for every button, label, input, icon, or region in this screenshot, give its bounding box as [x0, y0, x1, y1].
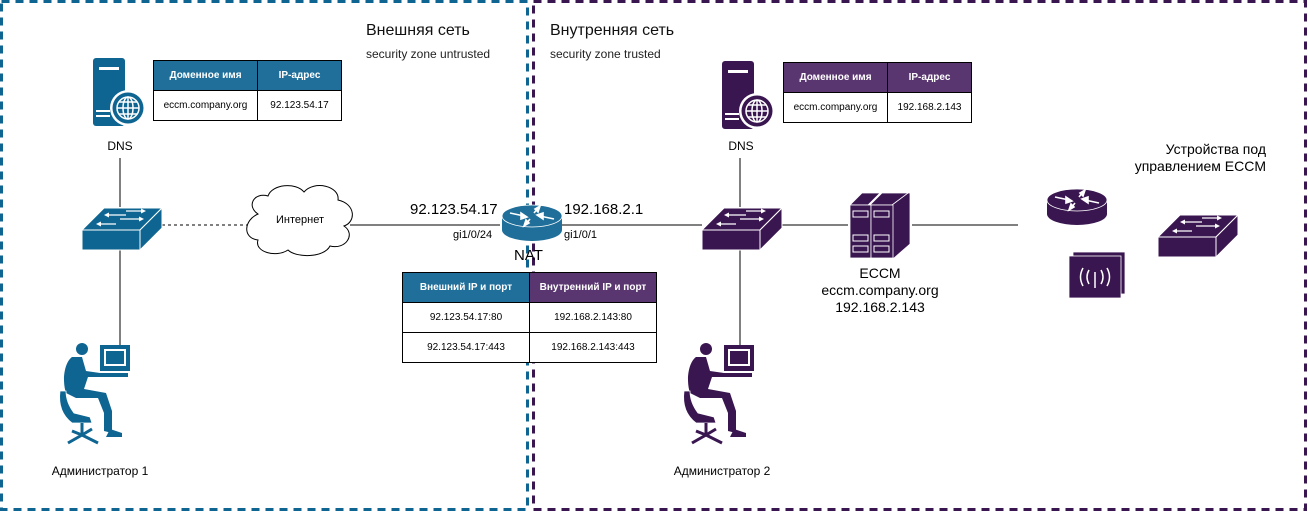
- nat-internal-ip: 192.168.2.1: [564, 201, 644, 218]
- table-cell: 92.123.54.17: [257, 90, 342, 121]
- table-header: Доменное имя: [783, 62, 888, 93]
- switch-icon-internal[interactable]: [701, 207, 783, 251]
- table-row: 92.123.54.17:80 192.168.2.143:80: [402, 302, 657, 333]
- table-cell: 92.123.54.17:80: [402, 302, 530, 333]
- managed-switch-icon[interactable]: [1157, 214, 1239, 258]
- internal-zone-title: Внутренняя сеть: [550, 22, 675, 39]
- nat-internal-port: gi1/0/1: [564, 229, 598, 241]
- table-header: Доменное имя: [153, 60, 258, 91]
- internet-label: Интернет: [276, 214, 324, 226]
- nat-label: NAT: [514, 247, 543, 264]
- table-header: IP-адрес: [257, 60, 342, 91]
- table-header: IP-адрес: [887, 62, 972, 93]
- external-zone-border: [0, 0, 529, 511]
- eccm-domain: eccm.company.org: [821, 282, 939, 298]
- dns-server-icon-internal[interactable]: [721, 60, 776, 130]
- nat-external-port: gi1/0/24: [453, 229, 493, 241]
- admin-1-icon: [58, 341, 132, 445]
- table-row: eccm.company.org 92.123.54.17: [153, 90, 342, 121]
- eccm-name: ECCM: [859, 265, 901, 281]
- cloud-icon[interactable]: [246, 185, 353, 256]
- external-dns-table: Доменное имя IP-адрес eccm.company.org 9…: [153, 60, 342, 121]
- table-cell: 192.168.2.143:443: [529, 332, 657, 363]
- managed-router-icon[interactable]: [1046, 188, 1108, 226]
- external-zone-subtitle: security zone untrusted: [366, 47, 491, 61]
- table-cell: 192.168.2.143:80: [529, 302, 657, 333]
- external-zone-title: Внешняя сеть: [366, 22, 470, 39]
- nat-table: Внешний IP и порт Внутренний IP и порт 9…: [402, 272, 657, 363]
- internal-dns-table: Доменное имя IP-адрес eccm.company.org 1…: [783, 62, 972, 123]
- admin-1-label: Администратор 1: [51, 464, 149, 478]
- admin-2-icon: [682, 341, 756, 445]
- table-row: 92.123.54.17:443 192.168.2.143:443: [402, 332, 657, 363]
- nat-router-icon[interactable]: [501, 204, 563, 242]
- managed-devices-title-line2: управлением ECCM: [1134, 158, 1266, 174]
- table-cell: eccm.company.org: [783, 92, 888, 123]
- table-cell: 92.123.54.17:443: [402, 332, 530, 363]
- managed-devices-title-line1: Устройства под: [1165, 141, 1266, 157]
- connections: [119, 158, 1018, 345]
- table-row: eccm.company.org 192.168.2.143: [783, 92, 972, 123]
- switch-icon-external[interactable]: [81, 207, 163, 251]
- table-header: Внешний IP и порт: [402, 272, 530, 303]
- eccm-ip: 192.168.2.143: [835, 299, 925, 315]
- internal-dns-label: DNS: [728, 139, 754, 153]
- eccm-server-icon[interactable]: [849, 192, 911, 259]
- nat-external-ip: 92.123.54.17: [410, 201, 498, 218]
- dns-server-icon-external[interactable]: [92, 57, 147, 127]
- managed-access-point-icon[interactable]: [1068, 251, 1126, 299]
- table-cell: 192.168.2.143: [887, 92, 972, 123]
- internal-zone-border: [532, 0, 1307, 511]
- external-dns-label: DNS: [107, 139, 133, 153]
- table-header: Внутренний IP и порт: [529, 272, 657, 303]
- internal-zone-subtitle: security zone trusted: [550, 47, 661, 61]
- table-cell: eccm.company.org: [153, 90, 258, 121]
- admin-2-label: Администратор 2: [673, 464, 771, 478]
